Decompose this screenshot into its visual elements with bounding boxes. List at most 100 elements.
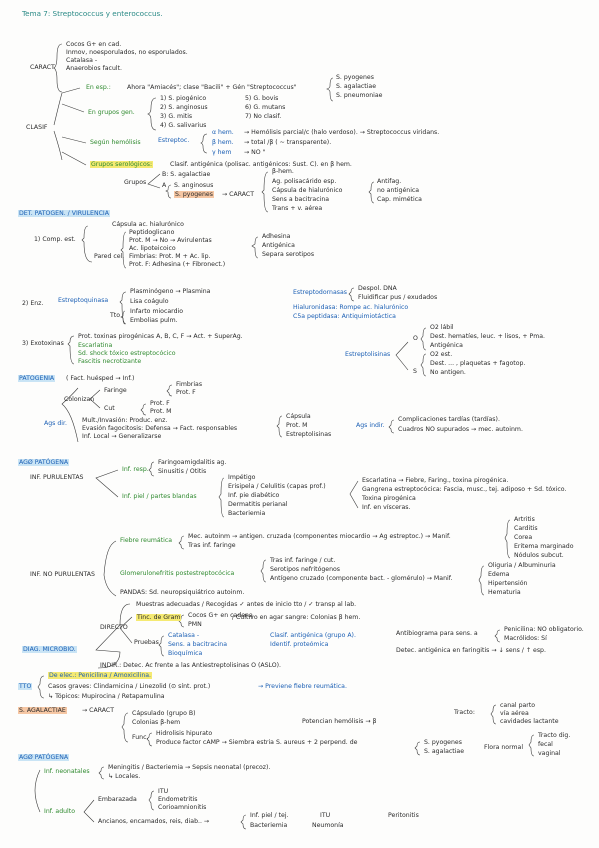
note-line: Inf. neonatales (44, 768, 90, 775)
note-line: Antígeno cruzado (componente bact. - glo… (270, 575, 453, 582)
bracket (61, 387, 79, 443)
bracket (37, 675, 45, 699)
note-line: Cápsula ac. hialurónico (112, 221, 184, 228)
note-line: En esp.: (86, 84, 111, 91)
bracket (53, 92, 63, 126)
bracket (148, 461, 155, 477)
note-line: Bacteriemia (250, 822, 288, 829)
note-line: canal parto (500, 702, 536, 709)
note-line: Fascitis necrotizante (78, 358, 142, 365)
note-line: Dest. ... , plaquetas + fagotop. (430, 360, 526, 367)
note-line: Clasif. antigénica (polisac. antigénicos… (170, 161, 352, 168)
bracket (348, 287, 355, 302)
bracket (478, 565, 485, 596)
note-line: Cut (104, 405, 115, 412)
note-line: Sens. a bacitracina (168, 641, 228, 648)
bracket (61, 87, 81, 94)
note-line: Prot. F (176, 389, 196, 396)
bracket (95, 469, 119, 498)
note-line: Tto (110, 312, 120, 319)
note-line: Peptidoglicano (129, 229, 175, 236)
note-line: Ags indir. (356, 422, 385, 429)
note-line: CARACT (30, 64, 55, 71)
note-line: DIRECTO (100, 624, 128, 631)
note-line: 1) Comp. est. (34, 236, 76, 243)
note-line: Antigénica (262, 242, 295, 249)
note-line: Carditis (514, 525, 538, 532)
note-line: Trans + v. aérea (272, 205, 323, 212)
note-line: Gangrena estreptocócica: Fascia, musc., … (362, 486, 567, 493)
note-line: INF. PURULENTAS (30, 474, 84, 481)
note-line: Hipertensión (488, 580, 528, 587)
note-line: 3) Exotoxinas (22, 340, 64, 347)
bracket (261, 171, 269, 213)
note-line: 1) S. piogénico (160, 95, 207, 102)
note-line: Peritonitis (388, 812, 419, 819)
bracket (120, 231, 127, 269)
note-line: AGØ PATÓGENA (18, 754, 70, 762)
note-line: Faringoamigdalitis ag. (158, 459, 227, 466)
note-line: Escarlatina → Fiebre, Faring., toxina pi… (362, 477, 509, 484)
note-line: INDIR.: Detec. Ac frente a las Antiestre… (100, 662, 282, 669)
note-line: Grupos serológicos: (90, 161, 154, 169)
note-line: 4) G. salivarius (160, 122, 207, 129)
note-line: AGØ PATÓGENA (18, 459, 70, 467)
note-line: Estreptoquinasa (58, 297, 109, 304)
note-line: Embarazada (98, 796, 137, 803)
note-line: Eritema marginado (514, 543, 574, 550)
note-line: Grupos (124, 179, 147, 186)
note-line: Inf. Local → Generalizarse (82, 433, 162, 440)
note-line: Ag. polisacárido esp. (272, 178, 337, 185)
note-line: Inf. adulto (44, 808, 75, 815)
note-line: Prot. M (286, 422, 308, 429)
bracket (528, 734, 535, 757)
note-line: O2 lábil (430, 324, 454, 331)
note-line: → NO " (244, 149, 266, 156)
note-line: Neumonía (312, 822, 344, 829)
note-line: A (162, 182, 167, 189)
note-line: Pared cel. (94, 253, 125, 260)
note-line: Hematuria (488, 589, 521, 596)
bracket (146, 732, 153, 747)
note-line: Dest. hematíes, leuc. + lisos, + Pma. (430, 333, 546, 340)
bracket (120, 310, 126, 325)
bracket (504, 519, 511, 559)
note-line: Toxina pirogénica (362, 495, 416, 502)
bracket (395, 341, 409, 371)
bracket (67, 335, 75, 365)
bracket (61, 151, 87, 166)
note-line: Plasminógeno → Plasmina (130, 288, 211, 295)
note-line: Ahora "Amiacés"; clase "Bacili" + Gén "S… (127, 84, 297, 91)
note-line: Inf. pie diabético (228, 492, 280, 499)
note-line: Despol. DNA (358, 285, 397, 292)
note-line: Según hemólisis (90, 139, 141, 146)
note-line: Estreptolisinas (345, 351, 391, 358)
bracket (98, 766, 105, 780)
bracket (200, 133, 208, 154)
note-line: Sinusitis / Otitis (158, 468, 207, 475)
note-line: Colonizan (64, 396, 95, 403)
note-line: Prot. M → No → Avirulentas (129, 237, 212, 244)
note-line: Cocos G+ en cadena (188, 612, 253, 619)
note-line: Inmov, noesporulados, no esporulados. (66, 49, 188, 56)
note-line: Antibiograma para sens. a (396, 630, 478, 637)
note-line: Impétigo (228, 474, 256, 481)
bracket (103, 540, 117, 597)
bracket (95, 603, 131, 669)
note-line: Edema (488, 571, 510, 578)
bracket (276, 415, 283, 438)
note-line: Artritis (514, 516, 535, 523)
note-line: 5) G. bovis (245, 95, 279, 102)
note-line: Flora normal (484, 744, 524, 751)
note-line: Cocos G+ en cad. (66, 41, 122, 48)
note-line: Clasif. antigénica (grupo A). (270, 632, 356, 639)
bracket (349, 480, 359, 509)
note-line: B: S. agalactiae (162, 171, 211, 178)
note-line: Tras inf. faringe / cut. (270, 557, 336, 564)
note-line: Tracto: (454, 709, 475, 716)
note-line: β hem. (212, 139, 234, 146)
note-line: DIAG. MICROBIO. (22, 646, 77, 654)
page-title: Tema 7: Streptococcus y enterococcus. (22, 9, 163, 18)
note-line: Fluidificar pus / exudados (358, 294, 438, 301)
bracket (260, 559, 267, 583)
